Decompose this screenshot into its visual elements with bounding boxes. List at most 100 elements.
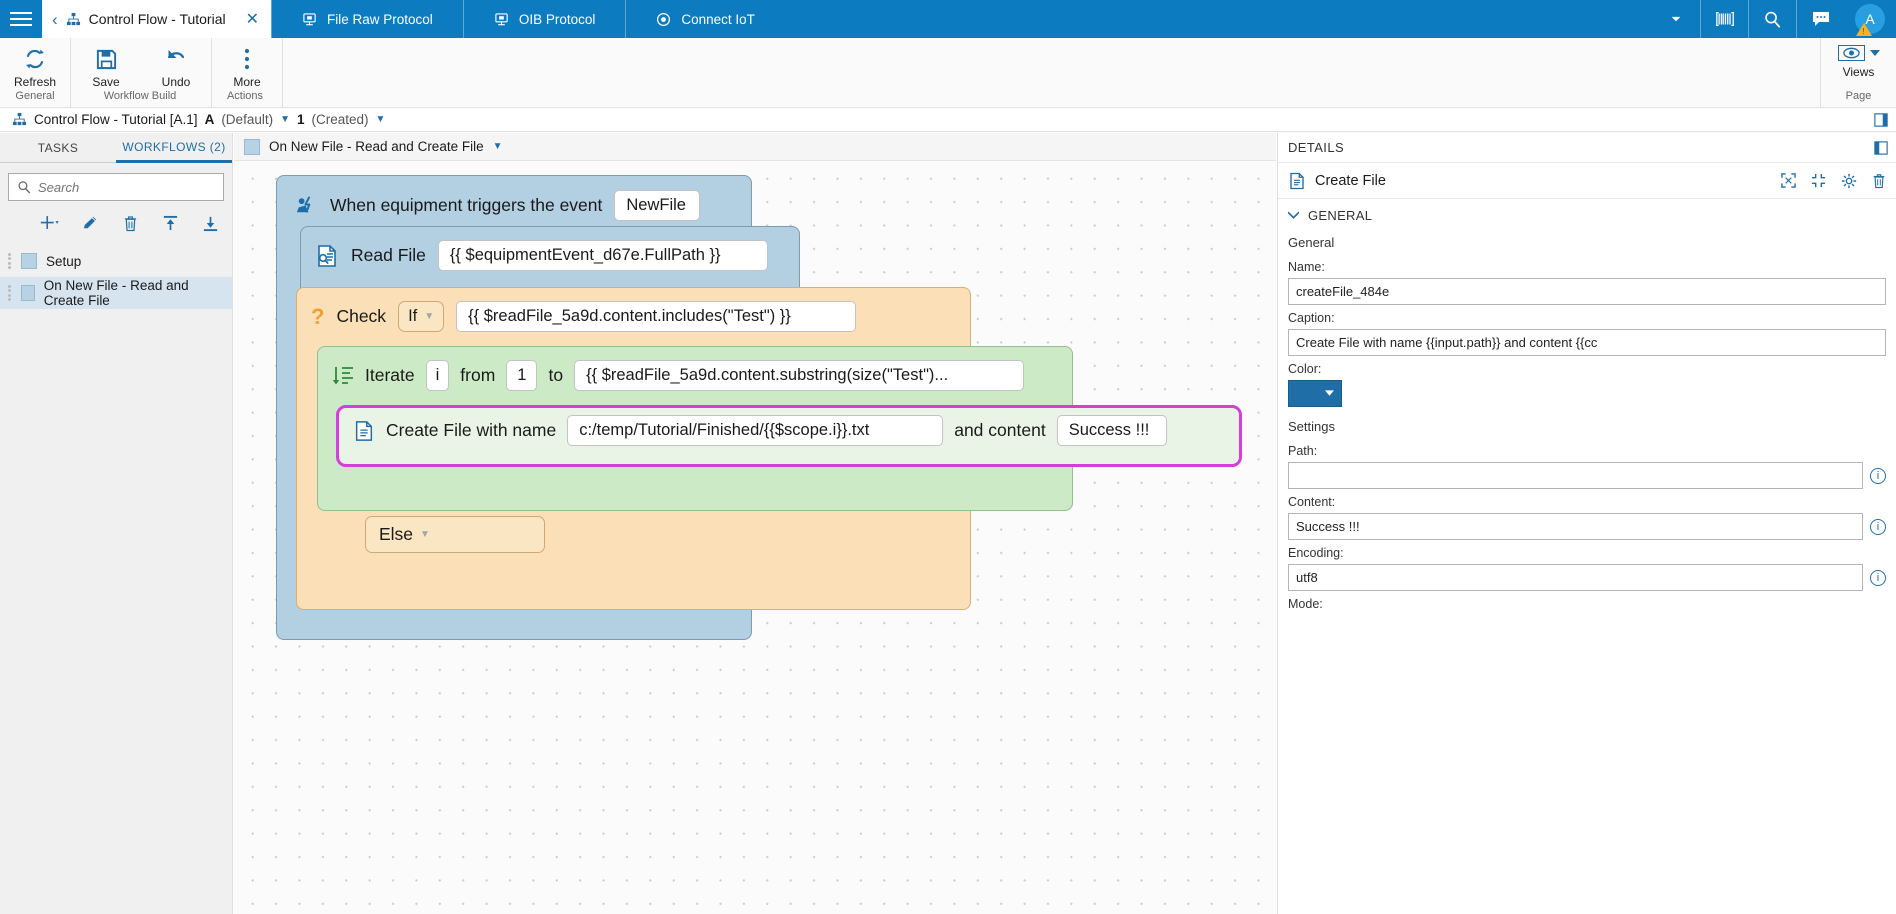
- import-up-icon[interactable]: [150, 209, 190, 237]
- create-file-name-field[interactable]: c:/temp/Tutorial/Finished/{{$scope.i}}.t…: [567, 415, 943, 446]
- chevron-down-icon[interactable]: [1870, 50, 1880, 57]
- block-iterate-header: Iterate i from 1 to {{ $readFile_5a9d.co…: [318, 347, 1072, 391]
- drag-handle-icon[interactable]: [8, 285, 12, 301]
- workflow-color-swatch: [21, 253, 37, 269]
- color-picker-button[interactable]: [1288, 380, 1342, 407]
- workflow-canvas[interactable]: When equipment triggers the event NewFil…: [234, 161, 1276, 914]
- info-icon[interactable]: i: [1870, 519, 1886, 535]
- tab-control-flow-tutorial[interactable]: ‹ Control Flow - Tutorial ✕: [42, 0, 271, 38]
- chevron-down-icon[interactable]: [1652, 0, 1700, 38]
- workflow-color-swatch: [21, 285, 35, 301]
- delete-trash-icon[interactable]: [110, 209, 150, 237]
- iterate-to-field[interactable]: {{ $readFile_5a9d.content.substring(size…: [574, 360, 1024, 391]
- tab-oib-protocol[interactable]: OIB Protocol: [463, 0, 626, 38]
- left-panel: TASKS WORKFLOWS (2) Setup On New File: [0, 133, 233, 914]
- close-icon[interactable]: ✕: [234, 9, 259, 29]
- info-icon[interactable]: i: [1870, 570, 1886, 586]
- tab-file-raw-protocol[interactable]: File Raw Protocol: [271, 0, 463, 38]
- chevron-down-icon[interactable]: ▼: [493, 141, 503, 152]
- device-icon: [494, 12, 509, 27]
- block-read-file-header: Read File {{ $equipmentEvent_d67e.FullPa…: [301, 227, 799, 271]
- group-label-general: General: [0, 90, 70, 108]
- chevron-left-icon[interactable]: ‹: [52, 11, 58, 28]
- tab-tasks[interactable]: TASKS: [0, 133, 116, 163]
- iterate-variable-field[interactable]: i: [426, 360, 450, 391]
- target-icon: [656, 12, 671, 27]
- label-caption: Caption:: [1278, 305, 1896, 329]
- chevron-down-icon[interactable]: ▼: [280, 114, 290, 125]
- row-path: i: [1278, 462, 1896, 489]
- input-name[interactable]: createFile_484e: [1288, 278, 1886, 305]
- drag-handle-icon[interactable]: [8, 253, 12, 269]
- input-path[interactable]: [1288, 462, 1863, 489]
- question-mark-icon: ?: [311, 304, 324, 330]
- collapse-icon[interactable]: [1811, 173, 1826, 189]
- expand-panel-icon[interactable]: [1874, 113, 1896, 127]
- expand-icon[interactable]: [1781, 173, 1796, 189]
- input-caption[interactable]: Create File with name {{input.path}} and…: [1288, 329, 1886, 356]
- check-operator-value: If: [408, 307, 417, 326]
- expand-panel-icon[interactable]: [1874, 141, 1896, 155]
- info-icon[interactable]: i: [1870, 468, 1886, 484]
- label-content: Content:: [1278, 489, 1896, 513]
- tab-workflows[interactable]: WORKFLOWS (2): [116, 133, 232, 163]
- read-file-path-field[interactable]: {{ $equipmentEvent_d67e.FullPath }}: [438, 240, 768, 271]
- check-operator-select[interactable]: If ▼: [398, 301, 444, 332]
- block-create-file[interactable]: Create File with name c:/temp/Tutorial/F…: [336, 405, 1242, 467]
- refresh-icon: [23, 46, 47, 72]
- block-iterate[interactable]: Iterate i from 1 to {{ $readFile_5a9d.co…: [317, 346, 1073, 511]
- edit-pencil-icon[interactable]: [70, 209, 110, 237]
- warning-badge-icon: !: [1856, 23, 1872, 36]
- iterate-from-field[interactable]: 1: [506, 360, 537, 391]
- panel-tabs: TASKS WORKFLOWS (2): [0, 133, 232, 163]
- list-item-label: Setup: [46, 254, 81, 269]
- canvas-header: On New File - Read and Create File ▼: [234, 133, 1276, 161]
- label-color: Color:: [1278, 356, 1896, 380]
- block-create-file-header: Create File with name c:/temp/Tutorial/F…: [339, 408, 1239, 446]
- block-check[interactable]: ? Check If ▼ {{ $readFile_5a9d.content.i…: [296, 287, 971, 610]
- else-select[interactable]: Else ▼: [365, 516, 545, 553]
- trigger-event-field[interactable]: NewFile: [614, 190, 700, 221]
- chat-icon[interactable]: [1796, 0, 1844, 38]
- add-icon[interactable]: [30, 209, 70, 237]
- search-icon[interactable]: [1748, 0, 1796, 38]
- tab-label: Connect IoT: [681, 12, 755, 27]
- details-title-label: DETAILS: [1288, 140, 1344, 155]
- create-file-content-field[interactable]: Success !!!: [1057, 415, 1167, 446]
- label-path: Path:: [1278, 438, 1896, 462]
- search-box[interactable]: [8, 173, 224, 201]
- gear-icon[interactable]: [1841, 173, 1857, 189]
- chevron-down-icon[interactable]: [1325, 390, 1334, 397]
- avatar[interactable]: A !: [1844, 0, 1896, 38]
- list-item-on-new-file[interactable]: On New File - Read and Create File: [0, 277, 232, 309]
- create-file-icon: [1288, 172, 1306, 190]
- barcode-icon[interactable]: [1700, 0, 1748, 38]
- chevron-down-icon[interactable]: ▼: [424, 311, 434, 322]
- workflow-color-swatch: [244, 139, 260, 155]
- search-input[interactable]: [38, 180, 215, 195]
- check-condition-field[interactable]: {{ $readFile_5a9d.content.includes("Test…: [456, 301, 856, 332]
- chevron-down-icon[interactable]: [1288, 211, 1299, 219]
- device-icon: [302, 12, 317, 27]
- read-file-icon: [315, 244, 339, 268]
- delete-trash-icon[interactable]: [1872, 173, 1886, 189]
- save-label: Save: [92, 75, 119, 89]
- block-else[interactable]: Else ▼: [365, 516, 545, 572]
- input-encoding[interactable]: utf8: [1288, 564, 1863, 591]
- label-name: Name:: [1278, 254, 1896, 278]
- section-general-label: GENERAL: [1308, 208, 1372, 223]
- search-icon: [17, 180, 31, 194]
- block-check-header: ? Check If ▼ {{ $readFile_5a9d.content.i…: [297, 288, 970, 332]
- breadcrumb: Control Flow - Tutorial [A.1] A (Default…: [0, 108, 1896, 132]
- export-down-icon[interactable]: [190, 209, 230, 237]
- breadcrumb-revision: 1: [297, 112, 305, 127]
- list-item-setup[interactable]: Setup: [0, 245, 232, 277]
- details-section-general[interactable]: GENERAL: [1278, 199, 1896, 231]
- tab-connect-iot[interactable]: Connect IoT: [625, 0, 785, 38]
- refresh-label: Refresh: [14, 75, 56, 89]
- chevron-down-icon[interactable]: ▼: [420, 529, 430, 540]
- hamburger-menu-icon[interactable]: [0, 0, 42, 38]
- input-content[interactable]: Success !!!: [1288, 513, 1863, 540]
- chevron-down-icon[interactable]: ▼: [376, 114, 386, 125]
- list-toolbar: [0, 201, 232, 245]
